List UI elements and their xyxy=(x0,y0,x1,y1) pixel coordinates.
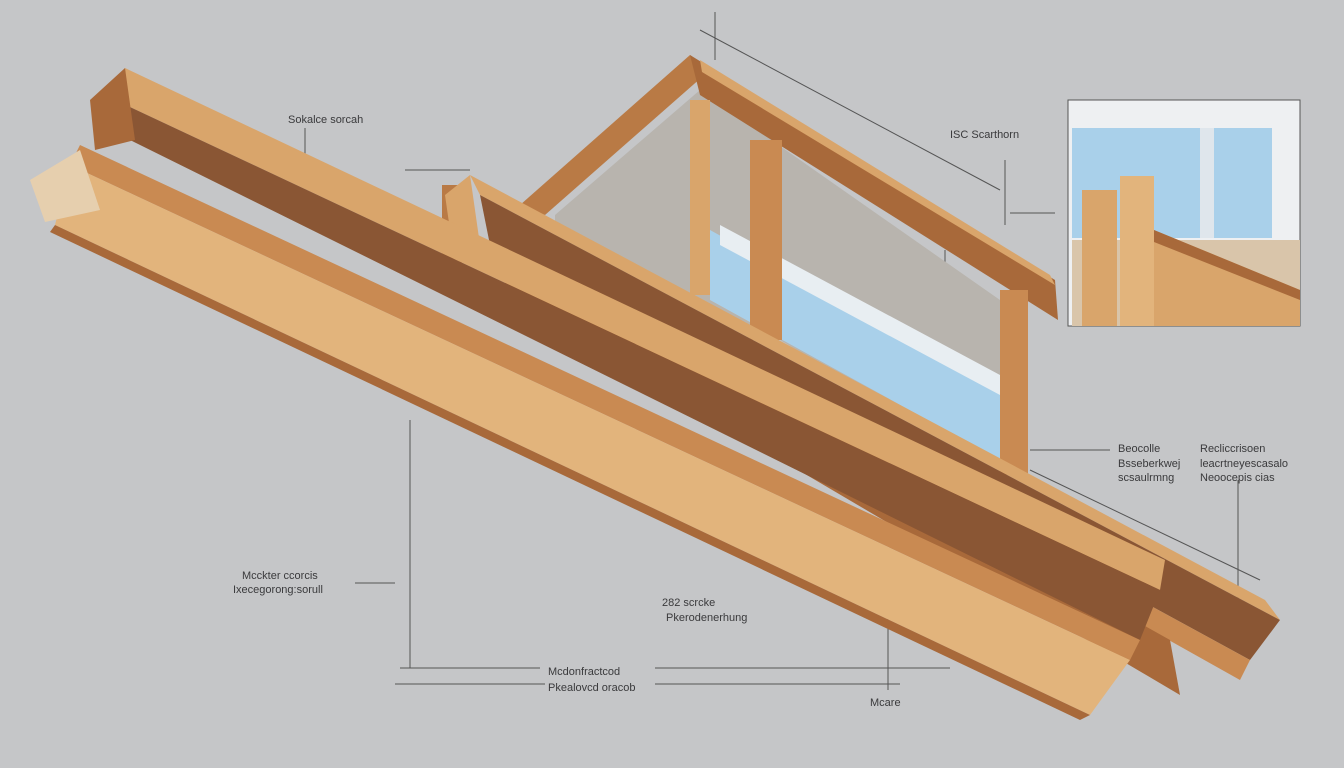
label-top-right: ISC Scarthorn xyxy=(950,129,1020,141)
label-right-a-2: Bsseberkwej xyxy=(1118,458,1181,470)
label-top-left: Sokalce sorcah xyxy=(288,114,364,126)
label-center-1: 282 scrcke xyxy=(662,597,716,609)
label-center-2: Pkerodenerhung xyxy=(666,612,748,624)
label-right-a-3: scsaulrmng xyxy=(1118,472,1175,484)
label-bottom-2: Pkealovcd oracob xyxy=(548,682,636,694)
left-beam xyxy=(30,68,1165,720)
label-right-b-3: Neoocepis cias xyxy=(1200,472,1275,484)
label-right-a-1: Beocolle xyxy=(1118,443,1161,455)
window-frame xyxy=(442,55,1058,475)
label-left-mid-2: Ixecegorong:sorull xyxy=(233,584,323,596)
label-right-b-1: Recliccrisoen xyxy=(1200,443,1266,455)
label-bottom-right: Mcare xyxy=(870,697,901,709)
label-right-b-2: leacrtneyescasalo xyxy=(1200,458,1289,470)
label-bottom-1: Mcdonfractcod xyxy=(548,666,621,678)
window-glass xyxy=(710,230,1000,460)
label-left-mid-1: Mcckter ccorcis xyxy=(242,570,318,582)
inset-detail xyxy=(1067,99,1301,327)
